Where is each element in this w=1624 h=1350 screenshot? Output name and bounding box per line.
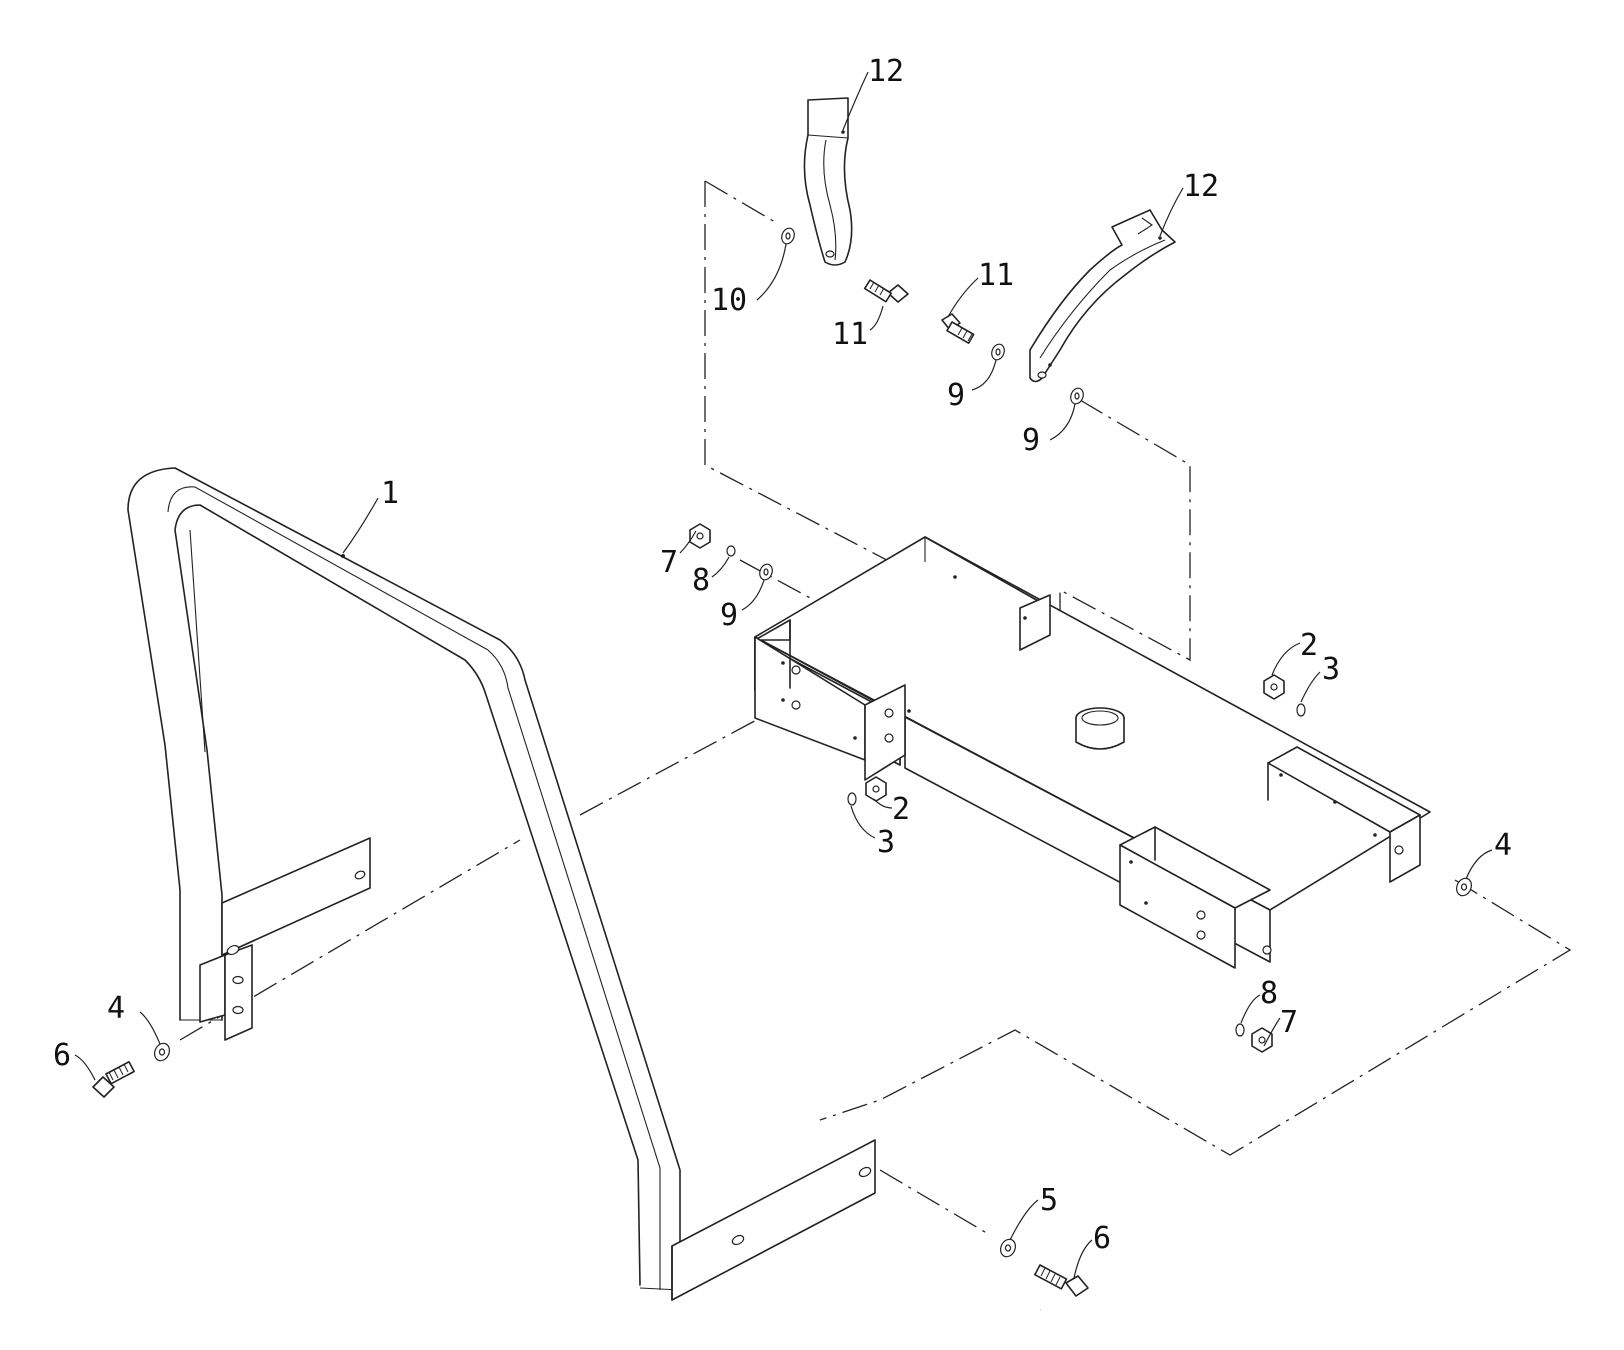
callout-12-right: 12 <box>1183 169 1219 204</box>
callout-4-left: 4 <box>107 991 125 1026</box>
bolt-11-center <box>863 279 909 303</box>
callout-2-lower: 2 <box>892 792 910 827</box>
callout-4-right: 4 <box>1494 828 1512 863</box>
callout-10: 10 <box>711 283 747 318</box>
strap-part-12-left <box>803 97 853 266</box>
callout-9-strap-lower: 9 <box>1022 423 1040 458</box>
callout-11-right: 11 <box>978 258 1014 293</box>
cross-member-bracket <box>754 536 1431 969</box>
callout-8-left: 8 <box>692 563 710 598</box>
callout-3-lower: 3 <box>877 825 895 860</box>
callout-5: 5 <box>1040 1183 1058 1218</box>
callout-3-right: 3 <box>1322 652 1340 687</box>
callout-6-left: 6 <box>53 1038 71 1073</box>
callout-9-strap: 9 <box>947 378 965 413</box>
bolt-11-right <box>941 313 975 344</box>
tube-frame-part-1 <box>127 467 876 1301</box>
callout-12-left: 12 <box>868 54 904 89</box>
callout-2-right: 2 <box>1300 628 1318 663</box>
strap-part-12-right <box>1029 209 1176 383</box>
bolt-6-lower <box>1034 1264 1089 1297</box>
callout-1: 1 <box>381 476 399 511</box>
fasteners <box>92 227 1472 1297</box>
bolt-6-left <box>92 1060 135 1098</box>
callout-leaders <box>74 71 1493 1279</box>
callout-6-lower: 6 <box>1093 1221 1111 1256</box>
callout-labels: 1 12 12 10 11 11 9 9 7 8 9 2 3 2 3 4 8 7… <box>53 54 1512 1256</box>
callout-7-right: 7 <box>1280 1005 1298 1040</box>
callout-8-right: 8 <box>1260 976 1278 1011</box>
callout-9-left: 9 <box>720 598 738 633</box>
callout-11-center: 11 <box>832 317 868 352</box>
callout-7-left: 7 <box>660 545 678 580</box>
